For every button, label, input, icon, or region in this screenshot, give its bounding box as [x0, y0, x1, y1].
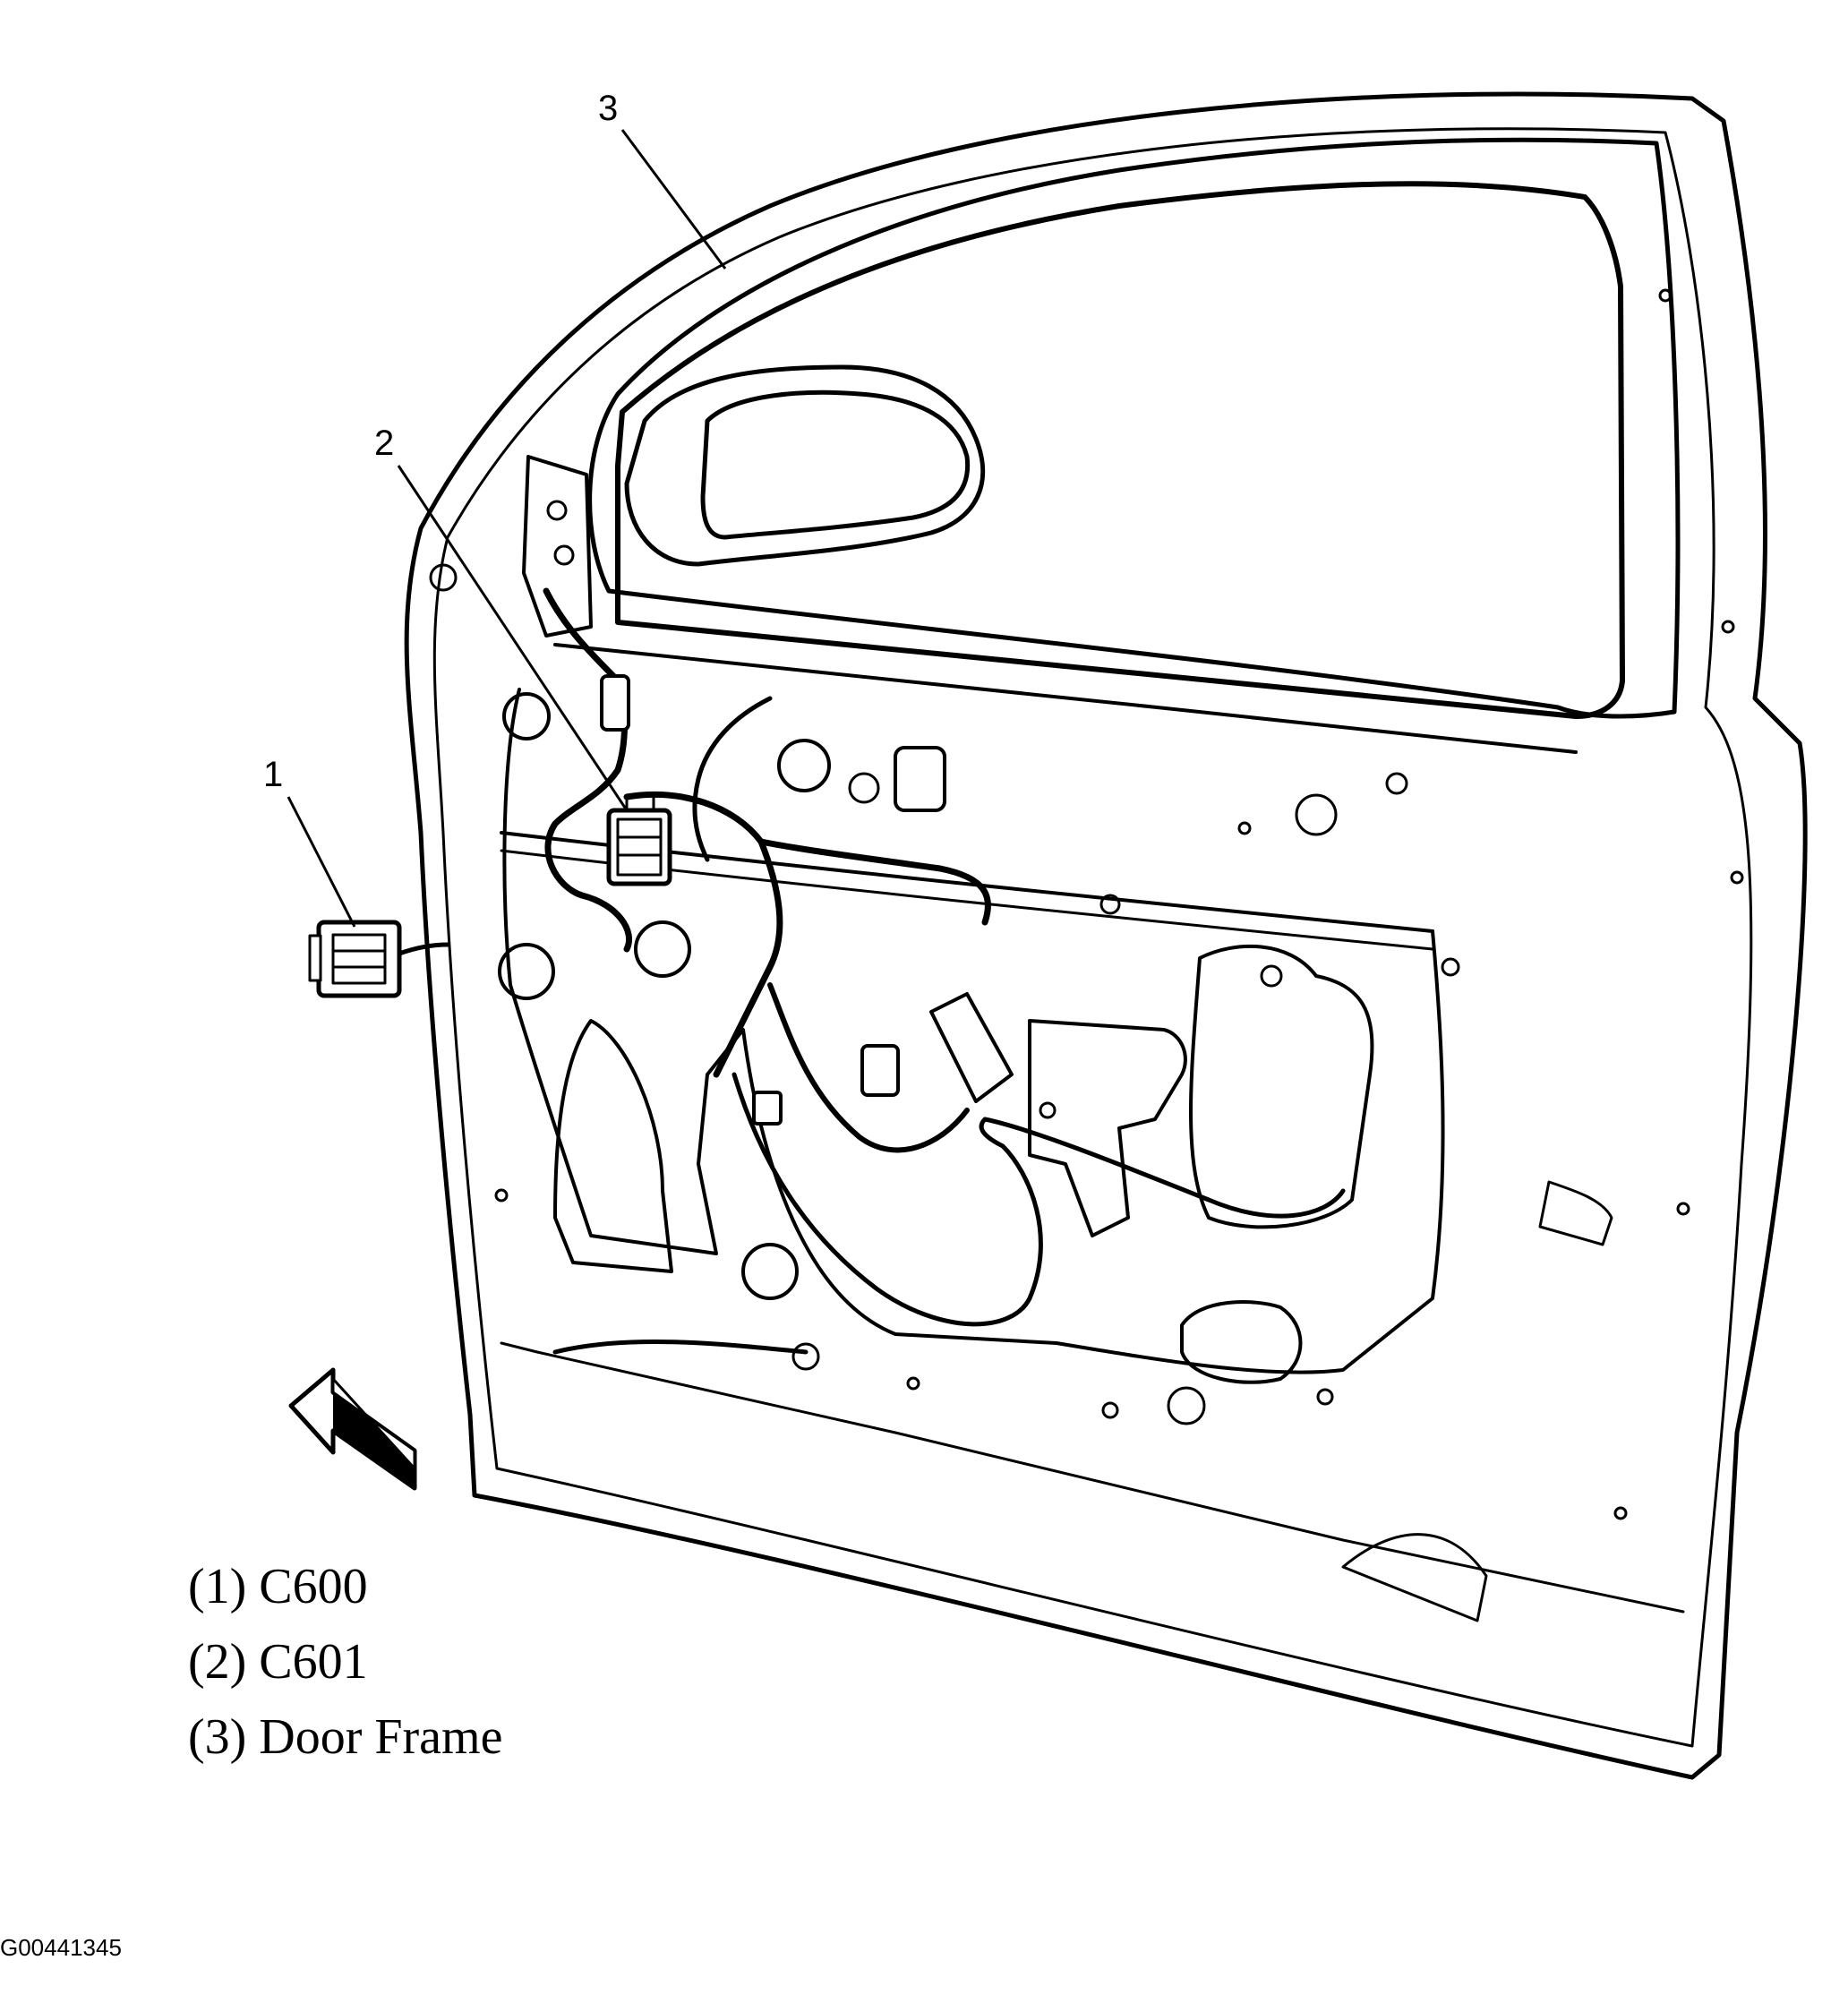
wiring-harness [757, 838, 991, 926]
access-hole [1101, 1401, 1119, 1419]
access-hole [1260, 964, 1283, 988]
callout-2: 2 [374, 424, 394, 463]
inline-connector [860, 1044, 900, 1097]
access-hole [791, 1342, 820, 1371]
access-hole [1721, 620, 1735, 634]
lower-oval-cutout [1180, 1300, 1303, 1384]
access-hole [1676, 1202, 1690, 1216]
legend-item-c601: (2) C601 [188, 1634, 368, 1690]
access-hole [1441, 957, 1460, 977]
leader-line-3 [620, 129, 727, 270]
access-hole [1099, 894, 1121, 915]
inline-connector [600, 674, 630, 732]
leader-line-2 [397, 465, 629, 811]
legend-item-door-frame: (3) Door Frame [188, 1709, 503, 1765]
access-hole-right [1189, 944, 1374, 1229]
grommet-hole [777, 739, 831, 792]
access-hole [906, 1376, 920, 1391]
module-cutout [1028, 1019, 1187, 1237]
inline-connector [752, 1091, 783, 1126]
lower-sill [500, 1341, 1685, 1614]
access-hole [429, 563, 458, 592]
grommet-hole [741, 1243, 799, 1300]
door-outer-shell [404, 91, 1808, 1780]
access-hole [1730, 870, 1744, 885]
callout-1: 1 [263, 755, 283, 794]
access-hole [1295, 793, 1338, 836]
access-hole [1385, 772, 1408, 795]
access-hole [1316, 1388, 1334, 1406]
callout-3: 3 [598, 89, 618, 128]
legend-item-c600: (1) C600 [188, 1559, 368, 1614]
leader-line-1 [287, 796, 356, 928]
grommet-hole [502, 692, 551, 740]
mirror-glass [700, 389, 971, 540]
door-shell-flange [432, 127, 1753, 1748]
grommet-hole [498, 943, 555, 1000]
hinge-pillar [1538, 1180, 1613, 1246]
front-direction-arrow [288, 1367, 417, 1491]
wiring-harness [732, 1072, 1346, 1327]
mirror-housing [624, 364, 986, 567]
component-legend: (1) C600 (2) C601 (3) Door Frame [188, 1549, 502, 1775]
figure-id: G00441345 [0, 1934, 122, 1961]
access-hole [1167, 1386, 1206, 1425]
wiring-harness [623, 792, 783, 1078]
access-hole [1658, 288, 1673, 303]
window-frame-outer [587, 137, 1681, 719]
connector-c600 [308, 920, 450, 998]
connector-c601 [606, 795, 672, 886]
wiring-harness [767, 982, 970, 1153]
belt-line-rail [553, 643, 1578, 754]
mirror-bolt [553, 544, 575, 566]
wiring-lead [552, 1339, 808, 1355]
access-hole [1237, 821, 1252, 835]
lower-sill-flange [1341, 1533, 1488, 1622]
access-hole [1613, 1506, 1628, 1520]
module-plate [929, 992, 1014, 1103]
mirror-bolt [546, 500, 568, 521]
access-hole-left [553, 1019, 673, 1273]
access-hole [1039, 1101, 1057, 1119]
wiring-lead [692, 696, 773, 862]
inner-panel-cutout [502, 688, 1445, 1374]
grommet-hole [634, 920, 691, 978]
rectangular-plug [894, 746, 946, 812]
access-hole [848, 772, 880, 804]
access-hole [494, 1188, 509, 1203]
wiring-harness [543, 587, 632, 953]
window-opening [615, 181, 1625, 719]
